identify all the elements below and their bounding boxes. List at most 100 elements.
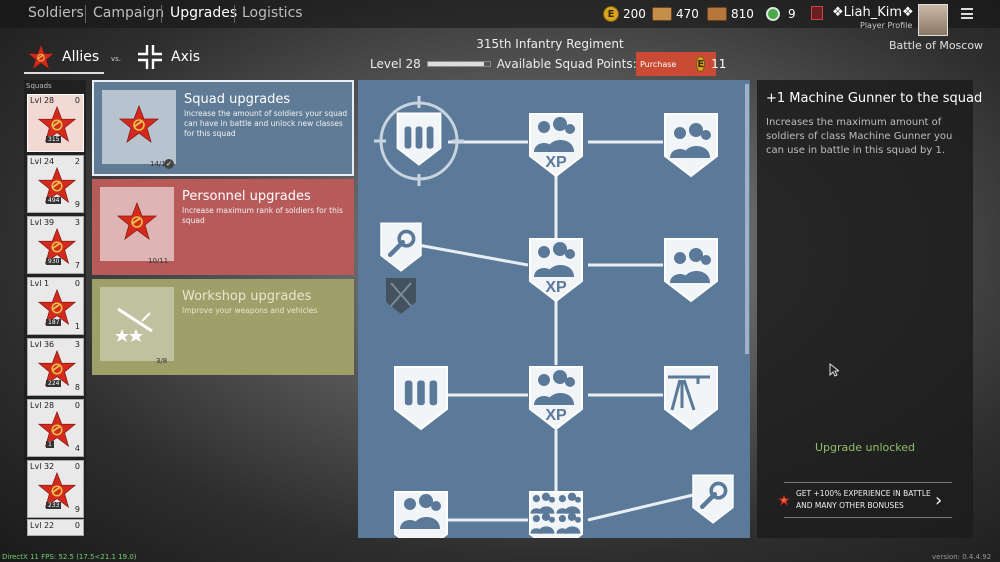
squad-soldier-count: 7 [74,261,80,270]
upgrade-tree-graph: XP XP [374,96,734,538]
squad-upgrade-count: 0 [74,401,80,410]
squad-soldier-count: 4 [74,444,80,453]
upgrade-node-ammo-selected[interactable] [374,96,464,186]
squad-upgrade-count: 0 [74,279,80,288]
timer-amount: 9 [788,7,796,21]
active-faction-underline [24,72,104,74]
tab-soldiers[interactable]: Soldiers [28,5,84,21]
personnel-upgrades-title: Personnel upgrades [182,189,311,204]
upgrade-node-squad-xp-2[interactable]: XP [529,238,583,302]
timer-resource[interactable]: 9 [766,5,796,23]
squad-upgrades-progress: 14/14 [150,160,171,168]
upgrade-tree: XP XP [358,80,750,538]
squads-title: Squads [26,82,52,90]
xp-label: XP [545,154,567,171]
upgrade-node-ammo-2[interactable] [394,366,448,430]
tab-logistics[interactable]: Logistics [242,5,303,21]
player-profile-label[interactable]: Player Profile [860,21,913,30]
squad-level: Lvl 1 [30,279,50,288]
squad-level: Lvl 36 [30,340,55,349]
xp-label: XP [545,279,567,296]
level-progress-bar [426,61,491,67]
avatar[interactable] [918,4,948,36]
squad-number: 930 [46,258,62,265]
gold-amount: 200 [623,7,646,21]
cards-b-amount: 810 [731,7,754,21]
mouse-cursor-icon [829,363,839,377]
squad-soldier-count: 9 [74,505,80,514]
upgrade-node-soldiers-1[interactable] [664,113,718,177]
upgrade-node-wrench-1[interactable] [380,222,422,272]
workshop-upgrades-card[interactable]: 3/8 Workshop upgrades Improve your weapo… [92,279,354,375]
cards-b-resource[interactable]: 810 [707,5,754,23]
rank-badge-icon [811,6,823,20]
personnel-upgrades-card[interactable]: 10/11 Personnel upgrades Increase maximu… [92,179,354,275]
player-name[interactable]: ❖Liah_Kim❖ [832,5,914,20]
squad-soldier-count: 8 [74,383,80,392]
menu-icon[interactable] [961,8,973,19]
purchase-button[interactable]: Purchase E 11 [636,52,726,76]
faction-axis[interactable]: Axis [137,40,200,74]
personnel-upgrades-desc: Increase maximum rank of soldiers for th… [182,206,343,225]
upgrade-detail-title: +1 Machine Gunner to the squad [766,91,983,106]
squad-upgrades-title: Squad upgrades [184,92,291,107]
debug-fps-readout: DirectX 11 FPS: 52.5 (17.5<21.1 19.0) [2,553,137,561]
upgrade-node-wrench-2[interactable] [692,474,734,524]
upgrade-node-soldiers-group[interactable] [529,491,583,538]
upgrade-node-soldiers-2[interactable] [664,238,718,302]
premium-bonus-button[interactable]: GET +100% EXPERIENCE IN BATTLE AND MANY … [778,482,952,518]
gold-resource[interactable]: E 200 [603,5,646,23]
premium-bonus-text: GET +100% EXPERIENCE IN BATTLE AND MANY … [796,489,931,510]
upgrade-status: Upgrade unlocked [814,441,916,454]
squad-upgrade-count: 2 [74,157,80,166]
tab-upgrades[interactable]: Upgrades [170,5,238,21]
upgrade-node-squad-xp-1[interactable]: XP [529,113,583,177]
upgrade-detail-panel [757,80,973,538]
upgrade-node-soldiers-3[interactable] [394,491,448,538]
cards-a-amount: 470 [676,7,699,21]
upgrade-node-squad-xp-3[interactable]: XP [529,366,583,430]
chevron-right-icon: › [935,489,943,511]
upgrade-node-locked-crossed[interactable] [386,278,416,314]
soviet-star-icon [778,494,790,506]
squad-upgrade-count: 0 [74,462,80,471]
squad-upgrades-card[interactable]: 14/14 ✓ Squad upgrades Increase the amou… [92,80,354,176]
personnel-upgrades-progress: 10/11 [148,257,169,265]
card-pack-icon [707,7,727,21]
regiment-name: 315th Infantry Regiment [476,37,624,51]
versus-label: vs. [111,55,122,63]
squad-number: 187 [46,319,62,326]
cards-a-resource[interactable]: 470 [652,5,699,23]
squad-upgrade-count: 3 [74,340,80,349]
allies-label: Allies [62,49,100,65]
soviet-star-icon [117,202,157,240]
workshop-upgrades-image: 3/8 [100,287,174,365]
squad-number: 494 [46,197,62,204]
tree-scrollbar[interactable] [745,84,749,354]
top-navigation-bar: Soldiers Campaign Upgrades Logistics E 2… [0,0,1000,36]
version-label: version: 0.4.4.92 [932,553,992,561]
nav-divider [85,5,86,23]
soviet-star-icon [28,44,54,70]
upgrade-node-machine-gun[interactable] [664,366,718,430]
nav-divider [161,5,162,23]
squad-upgrade-count: 0 [74,96,80,105]
card-pack-icon [652,7,672,21]
tab-campaign[interactable]: Campaign [93,5,165,21]
faction-allies[interactable]: Allies [28,40,99,74]
iron-cross-icon [138,45,162,69]
squad-upgrade-count: 3 [74,218,80,227]
tree-connectors [417,140,694,522]
regiment-level: Level 28 [370,57,421,71]
squad-soldier-count: 9 [74,200,80,209]
workshop-upgrades-desc: Improve your weapons and vehicles [182,306,318,315]
purchase-price: 11 [711,57,727,71]
